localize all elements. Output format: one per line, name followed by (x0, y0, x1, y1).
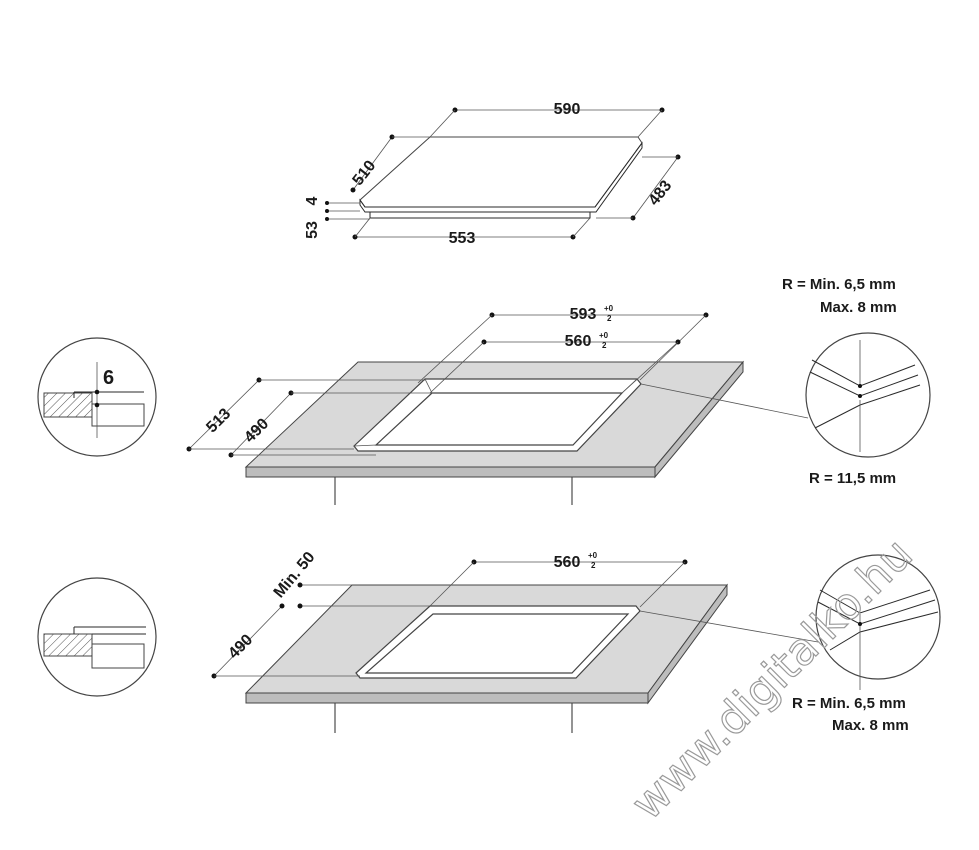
hob-glass-edge (359, 141, 643, 213)
hob-glass-thickness-label: 4 (304, 196, 321, 205)
standard-radius-1: R = Min. 6,5 mm (792, 695, 906, 712)
flush-radius-top-2: Max. 8 mm (820, 299, 897, 316)
hob-inner-width-label: 553 (449, 230, 476, 247)
hob-depth-label: 510 (350, 157, 380, 189)
standard-radius-2: Max. 8 mm (832, 717, 909, 734)
tol-sup: +0 (588, 551, 598, 560)
standard-radius-detail (815, 554, 941, 680)
tol-sub: 2 (607, 314, 612, 323)
tol-sub: 2 (591, 561, 596, 570)
worktop-standard-edge (245, 692, 649, 704)
standard-install-drawing: 560 +0 2 Min. 50 490 R = Min. 6,5 mm Max… (37, 549, 941, 734)
tol-sub: 2 (602, 341, 607, 350)
tol-sup: +0 (604, 304, 614, 313)
flush-cut-width: 593 (570, 306, 597, 323)
worktop-flush-edge (245, 466, 656, 478)
flush-detail-value: 6 (103, 367, 114, 389)
flush-inner-width: 560 (565, 333, 592, 350)
flush-radius-top-1: R = Min. 6,5 mm (782, 276, 896, 293)
hob-height-label: 53 (304, 221, 321, 239)
hob-drawing: 590 510 483 553 4 53 (304, 101, 681, 247)
standard-cut-width: 560 (554, 554, 581, 571)
hob-body (369, 212, 591, 219)
flush-cutout (374, 392, 624, 446)
flush-inner-depth: 490 (241, 415, 272, 446)
flush-install-drawing: 593 +0 2 560 +0 2 513 490 6 (37, 276, 931, 505)
hob-inner-depth-label: 483 (646, 177, 676, 209)
hob-width-label: 590 (554, 101, 581, 118)
tol-sup: +0 (599, 331, 609, 340)
standard-cut-depth: 490 (225, 631, 256, 662)
standard-min-label: Min. 50 (271, 549, 319, 602)
hob-glass (359, 136, 643, 208)
flush-radius-detail (805, 332, 931, 458)
flush-cut-depth: 513 (203, 405, 234, 436)
flush-radius-bottom: R = 11,5 mm (809, 470, 896, 487)
